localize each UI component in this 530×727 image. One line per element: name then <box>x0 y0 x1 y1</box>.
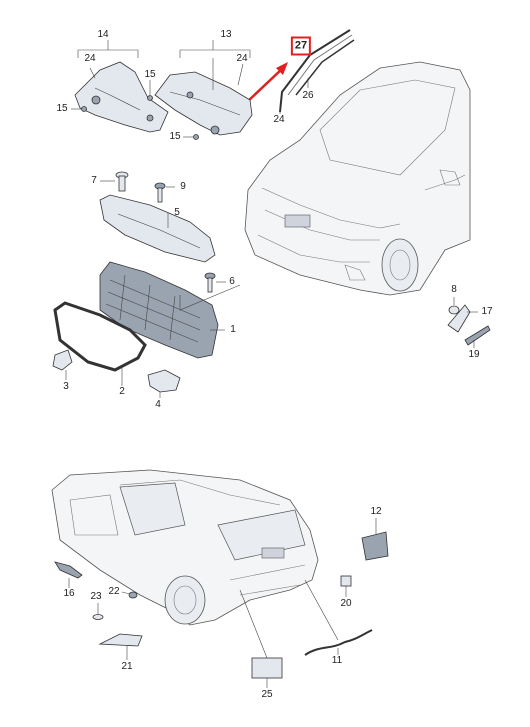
rear-car <box>51 469 319 626</box>
callout-16: 16 <box>63 588 75 599</box>
callout-24: 24 <box>84 53 96 64</box>
callout-15: 15 <box>144 69 156 80</box>
clip-shape <box>193 134 199 140</box>
badge-25 <box>251 657 283 679</box>
callout-21: 21 <box>121 661 133 672</box>
clip-8-shape <box>448 305 460 315</box>
red-arrow-icon <box>246 62 288 103</box>
callout-23: 23 <box>90 591 102 602</box>
trim-strip-19 <box>464 325 491 346</box>
callout-6: 6 <box>229 276 235 287</box>
callout-12: 12 <box>370 506 382 517</box>
callout-27-highlighted: 27 <box>290 36 312 56</box>
callout-8: 8 <box>451 284 457 295</box>
callout-3: 3 <box>63 381 69 392</box>
callout-17: 17 <box>481 306 493 317</box>
callout-4: 4 <box>155 399 161 410</box>
screw-9-shape <box>154 182 166 203</box>
plenum-panel-left <box>74 61 169 133</box>
callout-1: 1 <box>230 324 236 335</box>
callout-2: 2 <box>119 386 125 397</box>
callout-7: 7 <box>91 175 97 186</box>
callout-15: 15 <box>56 103 68 114</box>
clip-20 <box>340 575 352 587</box>
badge-21 <box>98 633 143 647</box>
callout-20: 20 <box>340 598 352 609</box>
clip-22 <box>128 591 138 599</box>
callout-5: 5 <box>174 207 180 218</box>
grille-surround <box>53 301 147 372</box>
screw-6-shape <box>204 272 216 293</box>
callout-11: 11 <box>331 655 343 666</box>
rear-emblem-12 <box>361 531 389 561</box>
callout-22: 22 <box>108 586 120 597</box>
plenum-panel-right <box>154 71 253 136</box>
lettering-11 <box>304 629 373 656</box>
callout-24: 24 <box>236 53 248 64</box>
rivet-23 <box>92 614 104 620</box>
callout-14: 14 <box>97 29 109 40</box>
clip-shape <box>147 95 153 101</box>
callout-26: 26 <box>302 90 314 101</box>
badge-emblem <box>147 369 181 393</box>
cap-piece <box>52 349 73 371</box>
callout-24: 24 <box>273 114 285 125</box>
callout-25: 25 <box>261 689 273 700</box>
badge-shape <box>284 214 311 228</box>
front-car <box>244 61 471 296</box>
upper-cover-panel <box>99 194 216 263</box>
callout-13: 13 <box>220 29 232 40</box>
callout-15: 15 <box>169 131 181 142</box>
screw-7-shape <box>115 171 129 192</box>
callout-9: 9 <box>180 181 186 192</box>
clip-shape <box>81 106 87 112</box>
callout-19: 19 <box>468 349 480 360</box>
side-trim-16 <box>54 561 83 579</box>
